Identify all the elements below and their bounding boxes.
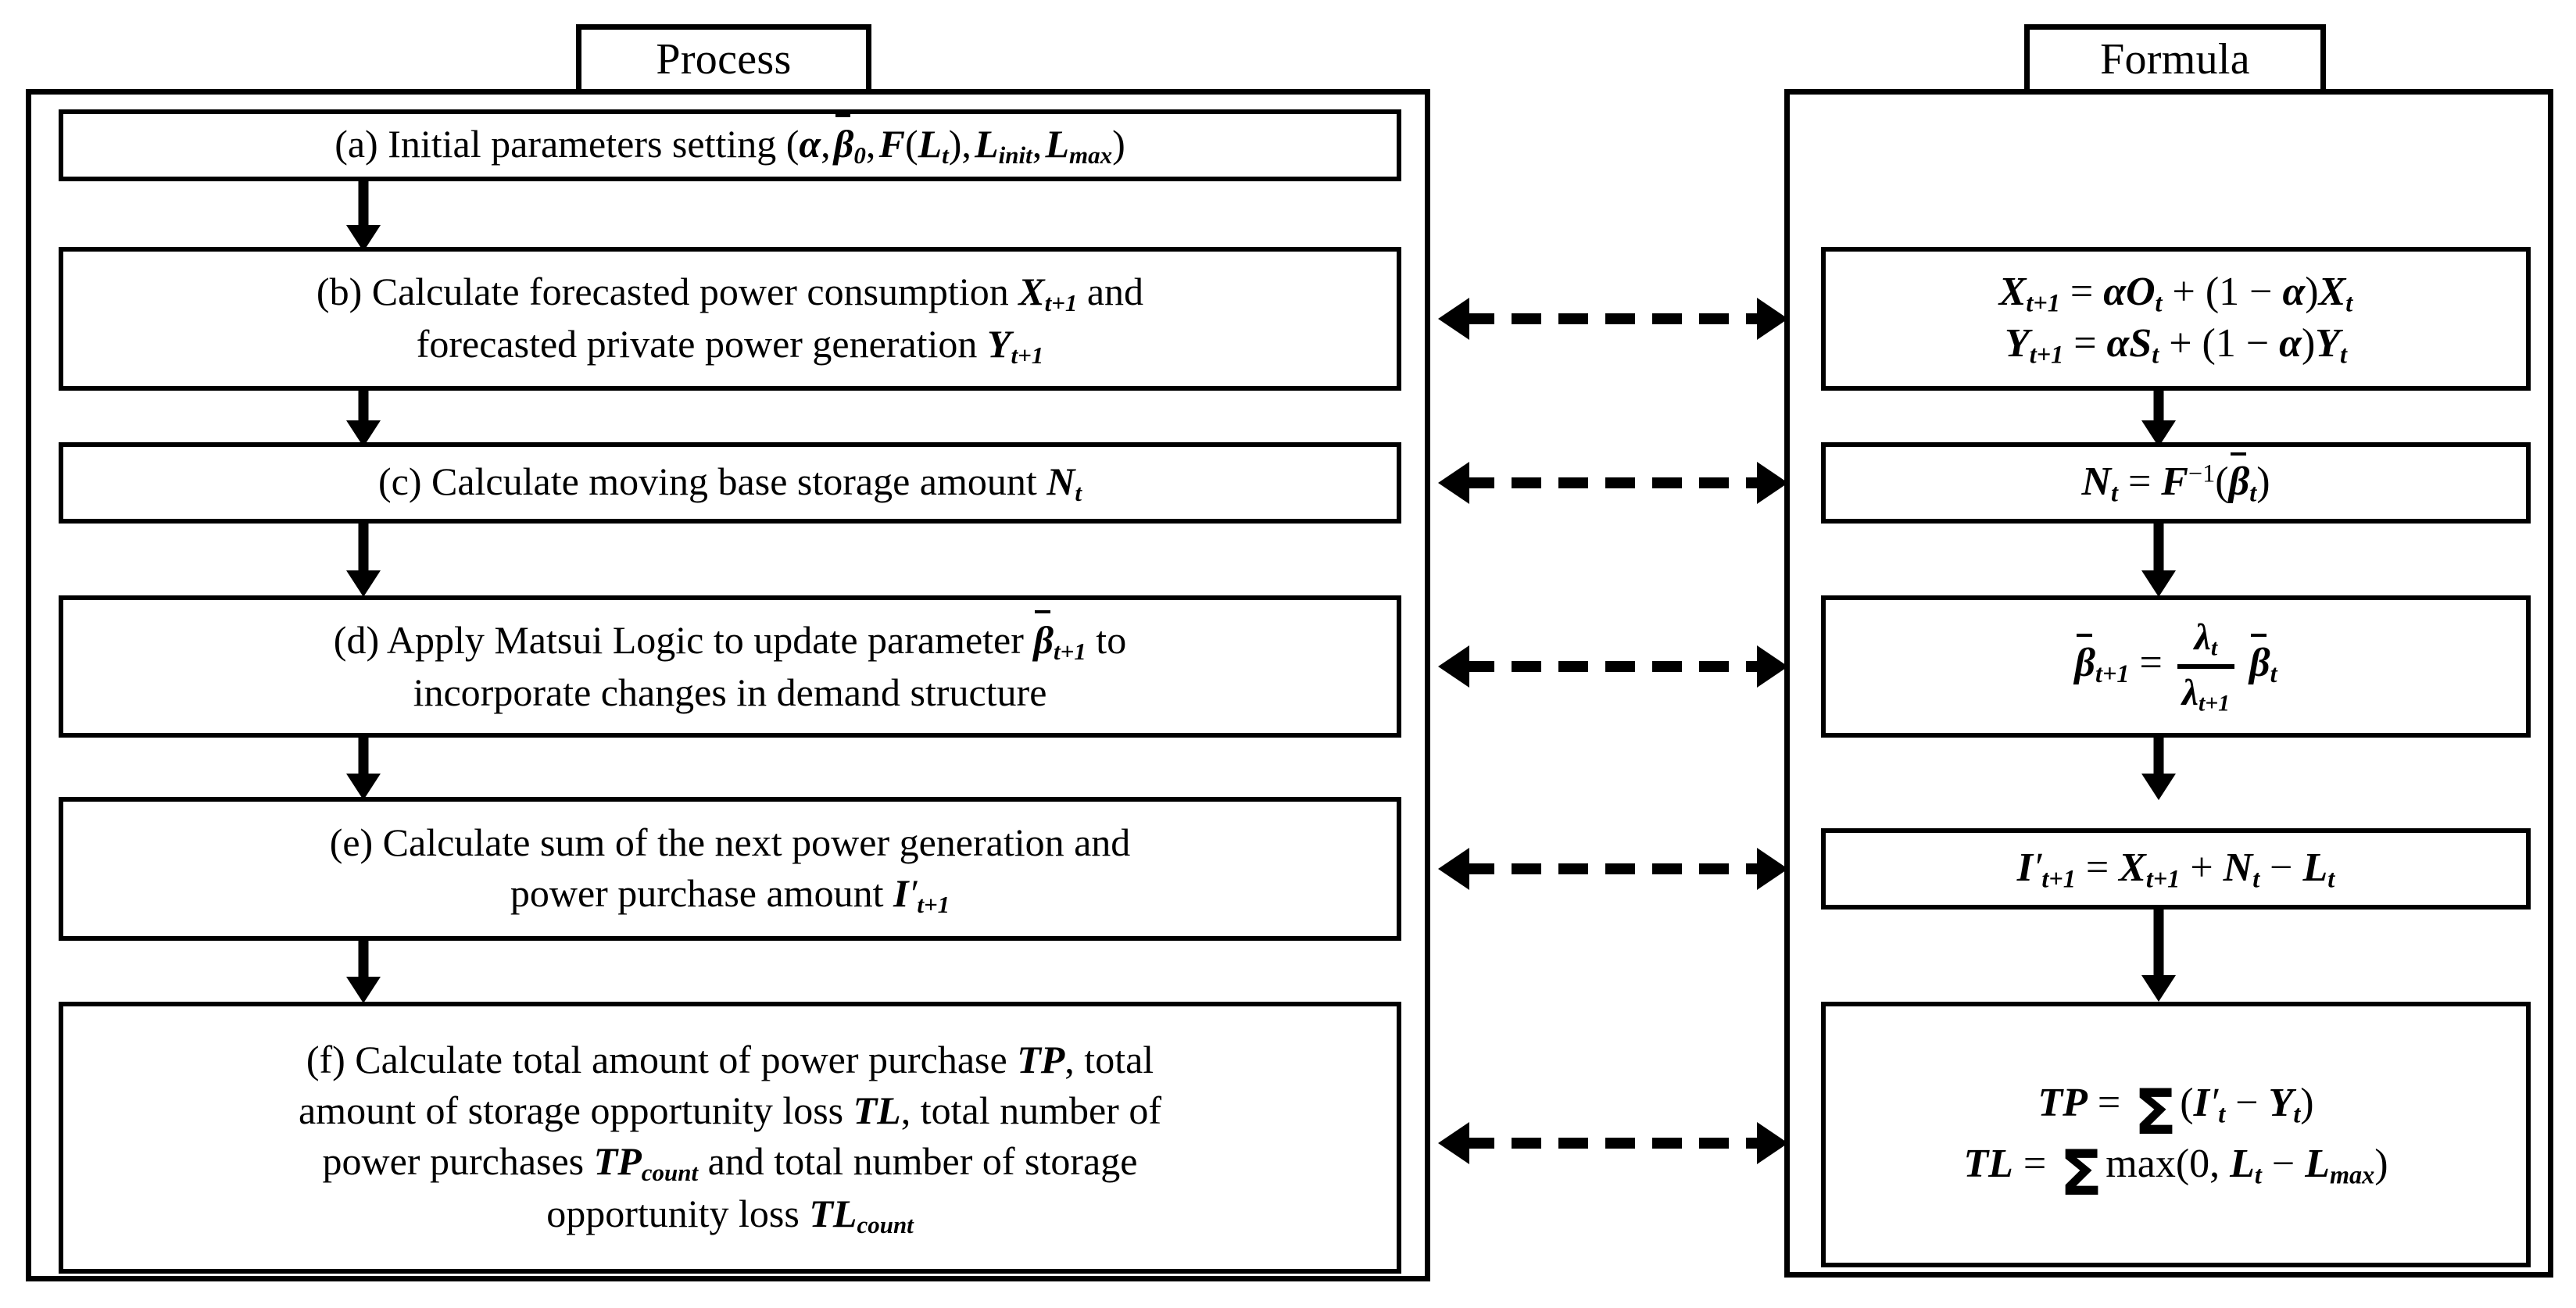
formula-arrow-e-to-f	[2141, 910, 2176, 1002]
process-step-c-label: (c) Calculate moving base storage amount…	[377, 459, 1082, 507]
process-step-c[interactable]: (c) Calculate moving base storage amount…	[59, 442, 1401, 524]
formula-box-c-content: Nt = F−1(βt)	[1826, 452, 2526, 509]
process-step-f-label: (f) Calculate total amount of power purc…	[298, 1037, 1161, 1239]
formula-box-d-content: βt+1 = λt λt+1 βt	[1826, 615, 2526, 718]
dashed-line	[1465, 1138, 1762, 1149]
dashed-line	[1465, 863, 1762, 874]
link-arrow-step-e	[1438, 848, 1788, 890]
arrow-shaft	[2153, 391, 2164, 422]
arrow-shaft	[358, 941, 369, 978]
arrow-head-left-icon	[1438, 1122, 1469, 1164]
arrow-shaft	[358, 181, 369, 227]
process-arrow-c-to-d	[346, 524, 381, 597]
process-step-e[interactable]: (e) Calculate sum of the next power gene…	[59, 797, 1401, 941]
process-arrow-a-to-b	[346, 181, 381, 252]
arrow-shaft	[358, 391, 369, 422]
process-panel-tab-label: Process	[656, 35, 792, 84]
arrow-head-down-icon	[2141, 975, 2176, 1002]
formula-arrow-d-to-e	[2141, 738, 2176, 800]
process-step-a[interactable]: (a) Initial parameters setting (α, β0, F…	[59, 109, 1401, 181]
arrow-head-down-icon	[346, 977, 381, 1003]
arrow-head-down-icon	[346, 774, 381, 800]
arrow-head-down-icon	[346, 420, 381, 447]
process-arrow-d-to-e	[346, 738, 381, 800]
arrow-shaft	[2153, 524, 2164, 572]
formula-box-e[interactable]: I′t+1 = Xt+1 + Nt − Lt	[1821, 828, 2531, 910]
arrow-head-left-icon	[1438, 848, 1469, 890]
arrow-head-right-icon	[1757, 298, 1788, 340]
process-step-d-label: (d) Apply Matsui Logic to update paramet…	[63, 609, 1397, 718]
dashed-line	[1465, 477, 1762, 488]
process-step-e-label: (e) Calculate sum of the next power gene…	[329, 820, 1131, 918]
formula-arrow-b-to-c	[2141, 391, 2176, 447]
formula-box-e-content: I′t+1 = Xt+1 + Nt − Lt	[2016, 845, 2335, 893]
formula-box-b[interactable]: Xt+1 = αOt + (1 − α)Xt Yt+1 = αSt + (1 −…	[1821, 247, 2531, 391]
arrow-head-left-icon	[1438, 462, 1469, 504]
arrow-head-left-icon	[1438, 645, 1469, 688]
link-arrow-step-c	[1438, 462, 1788, 504]
link-arrow-step-b	[1438, 298, 1788, 340]
formula-panel-tab: Formula	[2024, 24, 2326, 95]
arrow-shaft	[2153, 910, 2164, 977]
arrow-head-right-icon	[1757, 645, 1788, 688]
arrow-head-down-icon	[2141, 420, 2176, 447]
link-arrow-step-d	[1438, 645, 1788, 688]
formula-box-f[interactable]: TP = Σ(I′t − Yt) TL = Σmax(0, Lt − Lmax)	[1821, 1002, 2531, 1267]
arrow-head-right-icon	[1757, 462, 1788, 504]
arrow-head-down-icon	[2141, 570, 2176, 597]
formula-box-b-content: Xt+1 = αOt + (1 − α)Xt Yt+1 = αSt + (1 −…	[1998, 270, 2353, 369]
formula-box-c[interactable]: Nt = F−1(βt)	[1821, 442, 2531, 524]
arrow-head-down-icon	[346, 570, 381, 597]
arrow-head-down-icon	[2141, 774, 2176, 800]
arrow-head-right-icon	[1757, 1122, 1788, 1164]
process-arrow-b-to-c	[346, 391, 381, 447]
process-step-f[interactable]: (f) Calculate total amount of power purc…	[59, 1002, 1401, 1274]
dashed-line	[1465, 313, 1762, 324]
formula-box-d[interactable]: βt+1 = λt λt+1 βt	[1821, 595, 2531, 738]
dashed-line	[1465, 661, 1762, 672]
process-step-a-label: (a) Initial parameters setting (α, β0, F…	[63, 114, 1397, 171]
process-step-d[interactable]: (d) Apply Matsui Logic to update paramet…	[59, 595, 1401, 738]
arrow-head-right-icon	[1757, 848, 1788, 890]
arrow-shaft	[358, 738, 369, 775]
arrow-head-left-icon	[1438, 298, 1469, 340]
formula-panel-tab-label: Formula	[2100, 35, 2250, 84]
process-panel-tab: Process	[576, 24, 871, 95]
formula-arrow-c-to-d	[2141, 524, 2176, 597]
arrow-shaft	[358, 524, 369, 572]
formula-box-f-content: TP = Σ(I′t − Yt) TL = Σmax(0, Lt − Lmax)	[1963, 1075, 2388, 1210]
process-arrow-e-to-f	[346, 941, 381, 1003]
link-arrow-step-f	[1438, 1122, 1788, 1164]
arrow-head-down-icon	[346, 225, 381, 252]
process-step-b[interactable]: (b) Calculate forecasted power consumpti…	[59, 247, 1401, 391]
process-step-b-label: (b) Calculate forecasted power consumpti…	[316, 269, 1144, 370]
arrow-shaft	[2153, 738, 2164, 775]
